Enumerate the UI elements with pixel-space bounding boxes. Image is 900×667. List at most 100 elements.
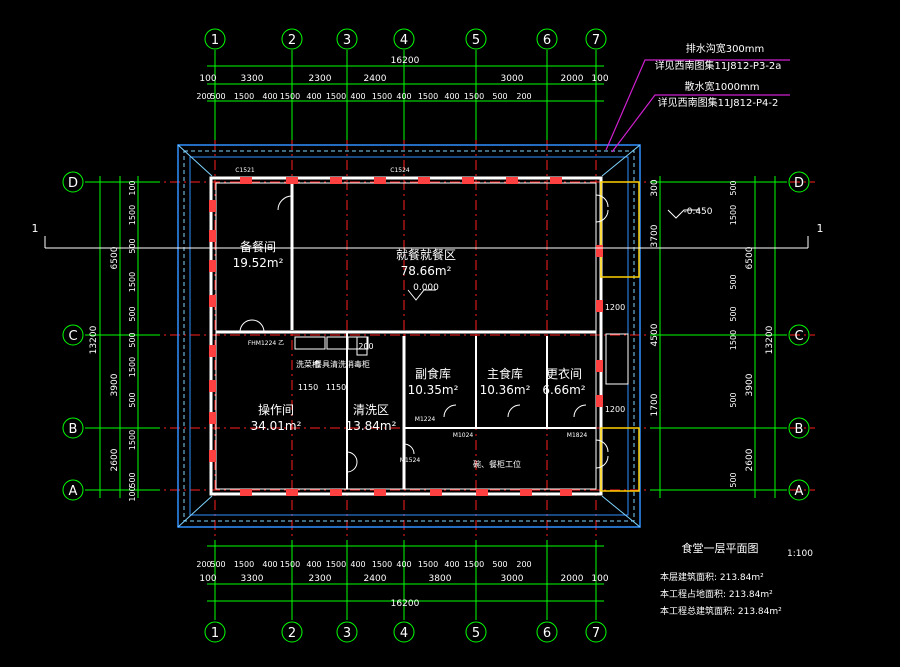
axis-bubble-left-B bbox=[62, 417, 84, 439]
dim-bottom-bay: 3800 bbox=[429, 574, 452, 584]
dim-right-detail: 500 bbox=[729, 274, 738, 289]
room-name: 主食库 bbox=[487, 366, 523, 381]
area-stat: 本工程占地面积: 213.84m² bbox=[660, 588, 773, 600]
area-stat: 本工程总建筑面积: 213.84m² bbox=[660, 605, 782, 617]
dim-right-detail: 500 bbox=[729, 306, 738, 321]
dim-bottom-detail: 500 bbox=[492, 560, 507, 569]
dim-small: 200 bbox=[358, 342, 373, 351]
dim-top-detail: 1500 bbox=[234, 92, 254, 101]
room-area: 6.66m² bbox=[542, 383, 585, 397]
dim-left-detail: 500 bbox=[128, 472, 137, 487]
dim-top-bay: 100 bbox=[591, 74, 608, 84]
dim-top-bay: 2300 bbox=[309, 74, 332, 84]
dim-left-detail: 1500 bbox=[128, 430, 137, 450]
dim-top-detail: 200 bbox=[196, 92, 211, 101]
dim-right-detail: 1500 bbox=[729, 330, 738, 350]
dim-bottom-detail: 400 bbox=[350, 560, 365, 569]
dim-right-detail: 1500 bbox=[729, 205, 738, 225]
dim-top-detail: 400 bbox=[306, 92, 321, 101]
dim-bottom-detail: 500 bbox=[210, 560, 225, 569]
axis-bubble-right-B bbox=[788, 417, 810, 439]
axis-bubble-bottom-2-label: 2 bbox=[288, 626, 296, 641]
axis-bubble-right-B-label: B bbox=[795, 422, 804, 437]
drawing-scale: 1:100 bbox=[787, 549, 813, 559]
dim-left-detail: 500 bbox=[128, 306, 137, 321]
room-area: 10.36m² bbox=[480, 383, 531, 397]
dim-top-bay: 3300 bbox=[241, 74, 264, 84]
axis-bubble-bottom-3 bbox=[336, 621, 358, 643]
elevation-markers bbox=[407, 209, 700, 301]
windows bbox=[209, 177, 603, 496]
axis-bubble-top-3 bbox=[336, 28, 358, 50]
dim-top-detail: 200 bbox=[516, 92, 531, 101]
dim-bottom-detail: 200 bbox=[196, 560, 211, 569]
dim-right-bay: 2600 bbox=[745, 448, 755, 471]
room-name: 副食库 bbox=[415, 366, 451, 381]
dim-bottom-detail: 400 bbox=[262, 560, 277, 569]
axis-bubble-top-4 bbox=[393, 28, 415, 50]
dim-left-bay: 2600 bbox=[110, 448, 120, 471]
room-area: 19.52m² bbox=[233, 256, 284, 270]
axis-bubble-top-5-label: 5 bbox=[472, 33, 480, 48]
axis-bubble-bottom-2 bbox=[281, 621, 303, 643]
dim-bottom-bay: 100 bbox=[199, 574, 216, 584]
axis-bubble-right-D-label: D bbox=[794, 176, 804, 191]
dim-bottom-detail: 1500 bbox=[280, 560, 300, 569]
dim-small: 1200 bbox=[605, 405, 625, 414]
axis-bubble-bottom-6 bbox=[536, 621, 558, 643]
room-area: 78.66m² bbox=[401, 264, 452, 278]
dim-bottom-bay: 100 bbox=[591, 574, 608, 584]
elevation-outside: -0.450 bbox=[683, 207, 712, 217]
dim-right-detail: 500 bbox=[729, 392, 738, 407]
dim-right-bay: 3900 bbox=[745, 373, 755, 396]
axis-bubble-right-A-label: A bbox=[795, 484, 804, 499]
top-dimension-lines bbox=[99, 65, 776, 602]
room-area: 10.35m² bbox=[408, 383, 459, 397]
dim-top-detail: 400 bbox=[262, 92, 277, 101]
note-apron-ref: 详见西南图集11J812-P4-2 bbox=[658, 96, 779, 109]
dim-left-detail: 100 bbox=[128, 486, 137, 501]
axis-bubble-bottom-5 bbox=[465, 621, 487, 643]
axis-bubble-top-1-label: 1 bbox=[211, 33, 219, 48]
axis-bubble-left-D-label: D bbox=[68, 176, 78, 191]
axis-bubble-top-4-label: 4 bbox=[400, 33, 408, 48]
dim-bottom-detail: 400 bbox=[444, 560, 459, 569]
dim-right-inner: 1700 bbox=[650, 393, 660, 416]
dim-left-detail: 1500 bbox=[128, 357, 137, 377]
dim-top-detail: 400 bbox=[396, 92, 411, 101]
dim-right-inner: 3700 bbox=[650, 224, 660, 247]
section-mark-right: 1 bbox=[817, 222, 824, 235]
dim-bottom-detail: 400 bbox=[396, 560, 411, 569]
axis-bubble-bottom-1 bbox=[204, 621, 226, 643]
dim-right-inner: 4500 bbox=[650, 323, 660, 346]
room-area: 13.84m² bbox=[346, 419, 397, 433]
dim-top-detail: 1500 bbox=[326, 92, 346, 101]
dim-top-detail: 500 bbox=[210, 92, 225, 101]
axis-bubble-bottom-6-label: 6 bbox=[543, 626, 551, 641]
dim-small: 1150 bbox=[298, 383, 318, 392]
dim-bottom-bay: 3000 bbox=[501, 574, 524, 584]
dim-bottom-total: 16200 bbox=[391, 599, 420, 609]
fixture-label: C1524 bbox=[390, 167, 410, 174]
room-name: 清洗区 bbox=[353, 403, 389, 417]
axis-bubble-left-D bbox=[62, 171, 84, 193]
dim-bottom-detail: 200 bbox=[516, 560, 531, 569]
dim-top-detail: 1500 bbox=[372, 92, 392, 101]
axis-bubble-left-B-label: B bbox=[69, 422, 78, 437]
axis-bubble-top-5 bbox=[465, 28, 487, 50]
fixture-label: M1524 bbox=[400, 457, 421, 464]
axis-bubble-top-6 bbox=[536, 28, 558, 50]
dim-bottom-detail: 1500 bbox=[464, 560, 484, 569]
dim-right-detail: 500 bbox=[729, 180, 738, 195]
dim-left-bay: 3900 bbox=[110, 373, 120, 396]
fixture-label: M1024 bbox=[453, 432, 474, 439]
dim-bottom-bay: 2400 bbox=[364, 574, 387, 584]
axis-bubble-left-A bbox=[62, 479, 84, 501]
dim-top-detail: 500 bbox=[492, 92, 507, 101]
dim-small: 1150 bbox=[326, 383, 346, 392]
axis-bubble-bottom-3-label: 3 bbox=[343, 626, 351, 641]
axis-bubble-bottom-7 bbox=[585, 621, 607, 643]
dim-left-total: 13200 bbox=[89, 325, 99, 354]
section-line bbox=[44, 236, 809, 249]
